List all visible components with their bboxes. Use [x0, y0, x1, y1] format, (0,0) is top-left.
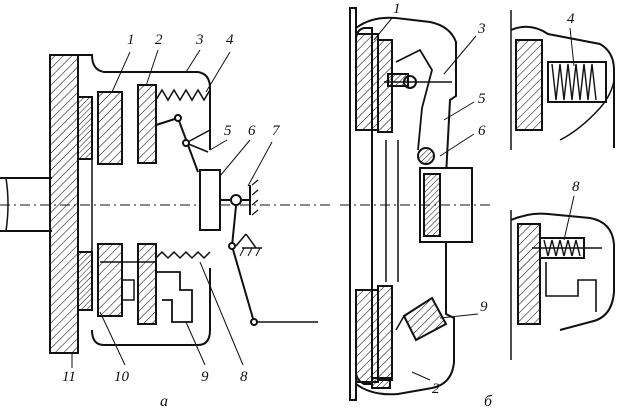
callout-b-1: 1	[393, 1, 401, 17]
callout-a-6: 6	[248, 123, 256, 139]
callout-a-10: 10	[114, 369, 129, 385]
callout-a-1: 1	[127, 32, 135, 48]
release-lever	[155, 114, 211, 173]
lower-lever-section	[402, 296, 448, 342]
driven-disc-top	[97, 91, 123, 165]
callout-a-2: 2	[155, 32, 163, 48]
callout-b-3: 3	[478, 21, 486, 37]
callout-detail-8: 8	[572, 179, 580, 195]
callout-a-5: 5	[224, 123, 232, 139]
callout-a-9: 9	[201, 369, 209, 385]
callout-a-7: 7	[272, 123, 280, 139]
callout-leaders-a	[71, 49, 273, 368]
callout-a-11: 11	[62, 369, 76, 385]
intermediate-linkage	[156, 271, 193, 323]
sectional-panel-b	[340, 7, 490, 401]
callout-b-9: 9	[480, 299, 488, 315]
pressure-plate-bottom	[137, 243, 157, 325]
release-lever-section	[395, 48, 433, 151]
friction-lining-bottom	[77, 251, 93, 311]
pressure-spring-bottom	[155, 250, 211, 260]
release-fork	[228, 179, 318, 326]
flywheel	[49, 54, 79, 354]
callout-b-2: 2	[432, 381, 440, 397]
callout-a-8: 8	[240, 369, 248, 385]
pressure-spring-top	[155, 88, 211, 102]
schematic-panel-a	[0, 54, 330, 354]
callout-a-4: 4	[226, 32, 234, 48]
callout-leaders-b	[373, 17, 575, 381]
callout-a-3: 3	[196, 32, 204, 48]
release-bearing	[199, 169, 221, 231]
panel-b-caption: б	[484, 393, 493, 410]
pressure-plate-top	[137, 84, 157, 164]
callout-detail-4: 4	[567, 11, 575, 27]
detail-view-bottom	[510, 210, 615, 360]
callout-b-5: 5	[478, 91, 486, 107]
clutch-cover-section	[355, 16, 457, 177]
friction-lining-top	[77, 96, 93, 160]
pressure-plate-section	[377, 39, 393, 133]
callout-b-6: 6	[478, 123, 486, 139]
driven-disc-bottom	[97, 243, 123, 317]
detail-view-top	[510, 10, 615, 150]
panel-a-caption: а	[160, 393, 168, 410]
detail-spring-top	[551, 63, 597, 101]
